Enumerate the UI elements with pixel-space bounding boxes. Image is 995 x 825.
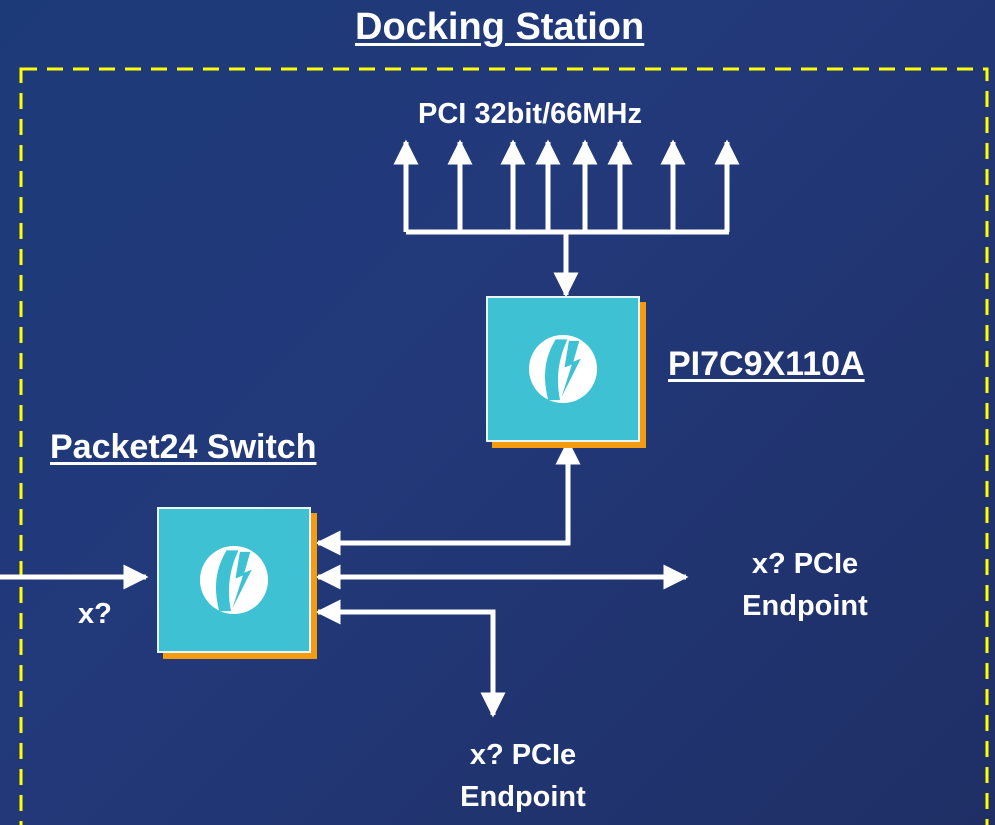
pci-bus — [393, 139, 740, 298]
bridge-chip — [486, 296, 640, 442]
bridge-switch-link — [315, 439, 581, 556]
endpoint-right-line1: x? PCIe — [751, 548, 859, 580]
diagram-title: Docking Station — [355, 6, 645, 48]
pericom-logo-icon — [528, 334, 598, 404]
pericom-logo-icon — [199, 545, 269, 615]
endpoint-right-line2: Endpoint — [742, 590, 868, 622]
switch-name-label: Packet24 Switch — [50, 428, 317, 466]
switch-chip — [157, 507, 311, 653]
upstream-link-label: x? — [78, 598, 112, 630]
switch-endpoint-bottom-link — [315, 599, 506, 718]
endpoint-bottom-label: x? PCIe Endpoint — [433, 734, 613, 818]
bridge-name-label: PI7C9X110A — [668, 345, 865, 383]
endpoint-bottom-line1: x? PCIe — [469, 739, 577, 771]
endpoint-bottom-line2: Endpoint — [460, 781, 586, 813]
endpoint-right-label: x? PCIe Endpoint — [715, 543, 895, 627]
docking-station-boundary — [19, 67, 989, 825]
pci-bus-label: PCI 32bit/66MHz — [418, 98, 642, 130]
